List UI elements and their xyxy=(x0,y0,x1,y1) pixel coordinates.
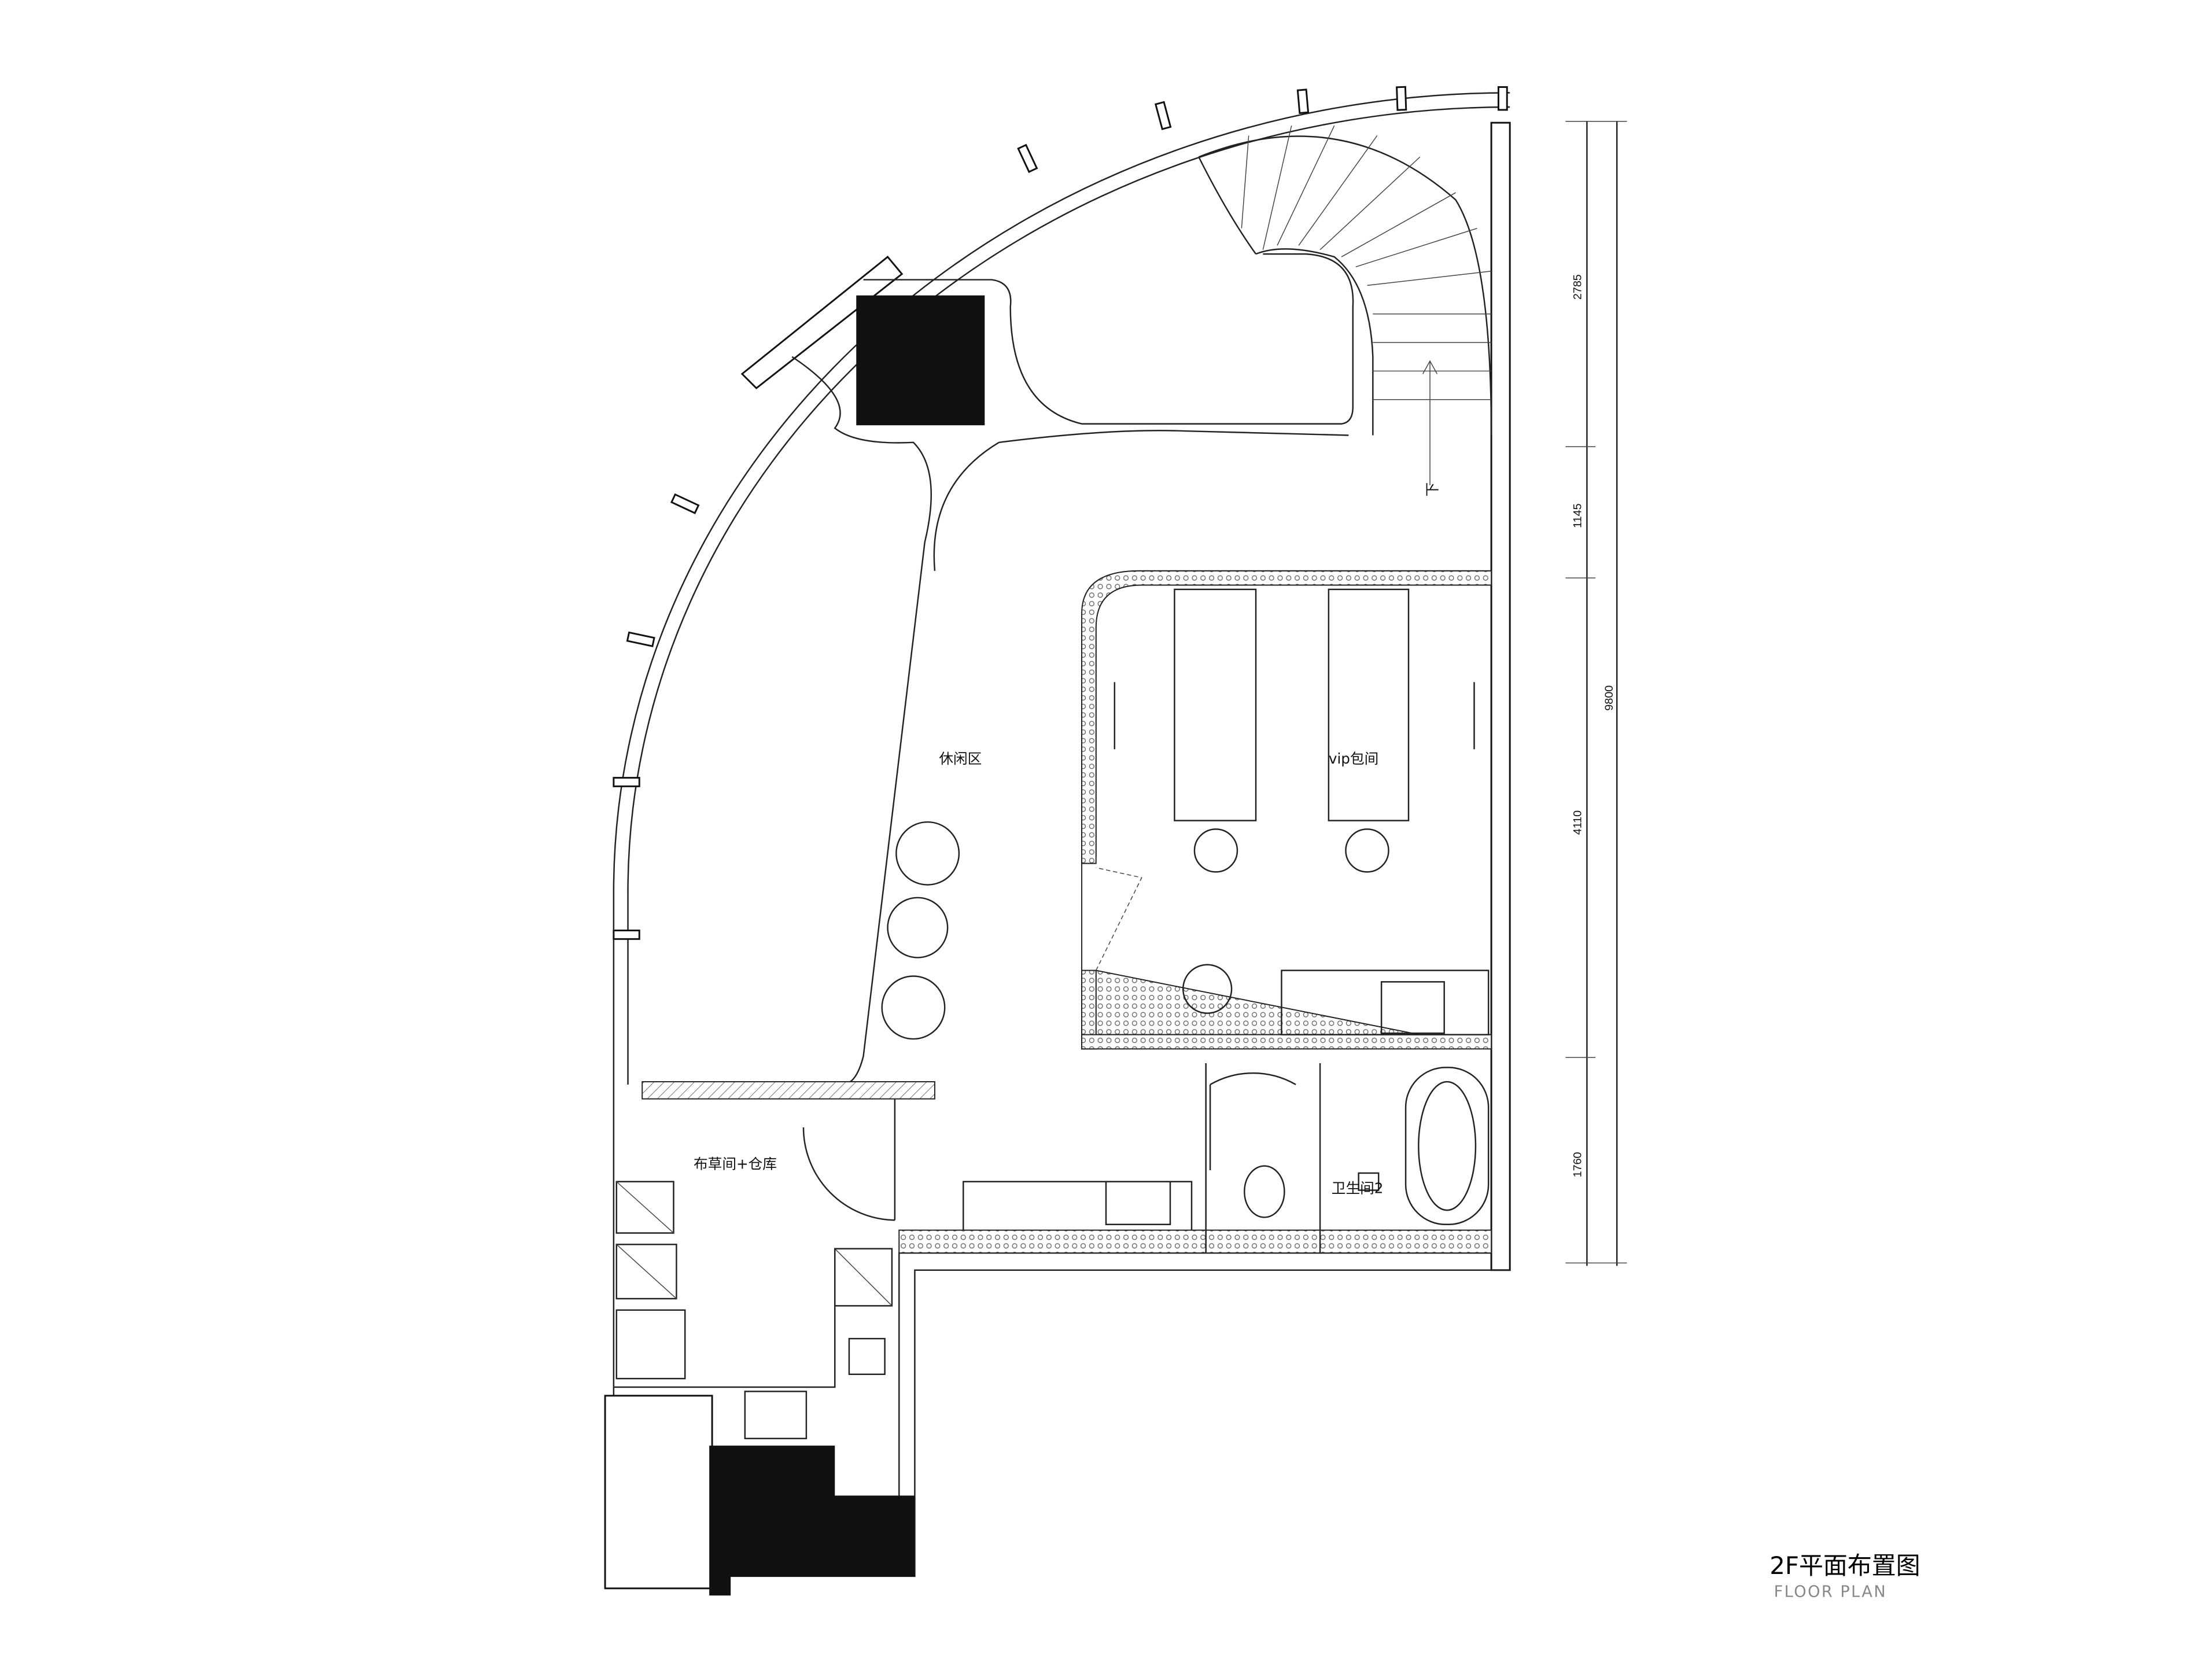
toilet xyxy=(1244,1165,1285,1218)
dim-4110: 4110 xyxy=(1572,810,1584,835)
column xyxy=(856,295,985,426)
column-planter xyxy=(863,253,1354,425)
stool xyxy=(1345,828,1389,873)
lounge-chairs xyxy=(881,821,960,1040)
massage-bed xyxy=(1328,588,1410,821)
curved-facade xyxy=(613,86,1510,1587)
stair-down-label: 下 xyxy=(1424,482,1440,497)
plan-title: 2F平面布置图 xyxy=(1769,1551,1920,1580)
dim-2785: 2785 xyxy=(1572,274,1584,300)
dim-1760: 1760 xyxy=(1572,1152,1584,1177)
bathtub xyxy=(1404,1067,1490,1226)
monitor xyxy=(1380,981,1445,1034)
restroom-2 xyxy=(1205,1063,1490,1254)
bottom-wall xyxy=(914,1269,1510,1577)
plan-subtitle: FLOOR PLAN xyxy=(1774,1583,1887,1601)
desk xyxy=(1281,969,1490,1035)
right-wall xyxy=(1490,121,1511,1271)
vip-room xyxy=(1081,570,1492,1050)
room-label-linen-storage: 布草间+仓库 xyxy=(694,1156,777,1173)
storage-wall xyxy=(642,1081,935,1100)
chair xyxy=(1182,964,1233,1014)
dim-1145: 1145 xyxy=(1572,503,1584,528)
stool xyxy=(1193,828,1238,873)
spiral-stair xyxy=(1198,125,1492,485)
linen-storage xyxy=(604,1181,893,1590)
dark-area xyxy=(709,1446,915,1596)
room-label-restroom-2: 卫生间2 xyxy=(1332,1179,1384,1196)
massage-bed xyxy=(1174,588,1257,821)
sink xyxy=(1105,1181,1171,1226)
room-label-lounge: 休闲区 xyxy=(939,750,982,767)
dimension-lines xyxy=(1565,120,1627,1266)
dim-total-9800: 9800 xyxy=(1603,685,1616,711)
room-label-vip: vip包间 xyxy=(1329,750,1378,767)
